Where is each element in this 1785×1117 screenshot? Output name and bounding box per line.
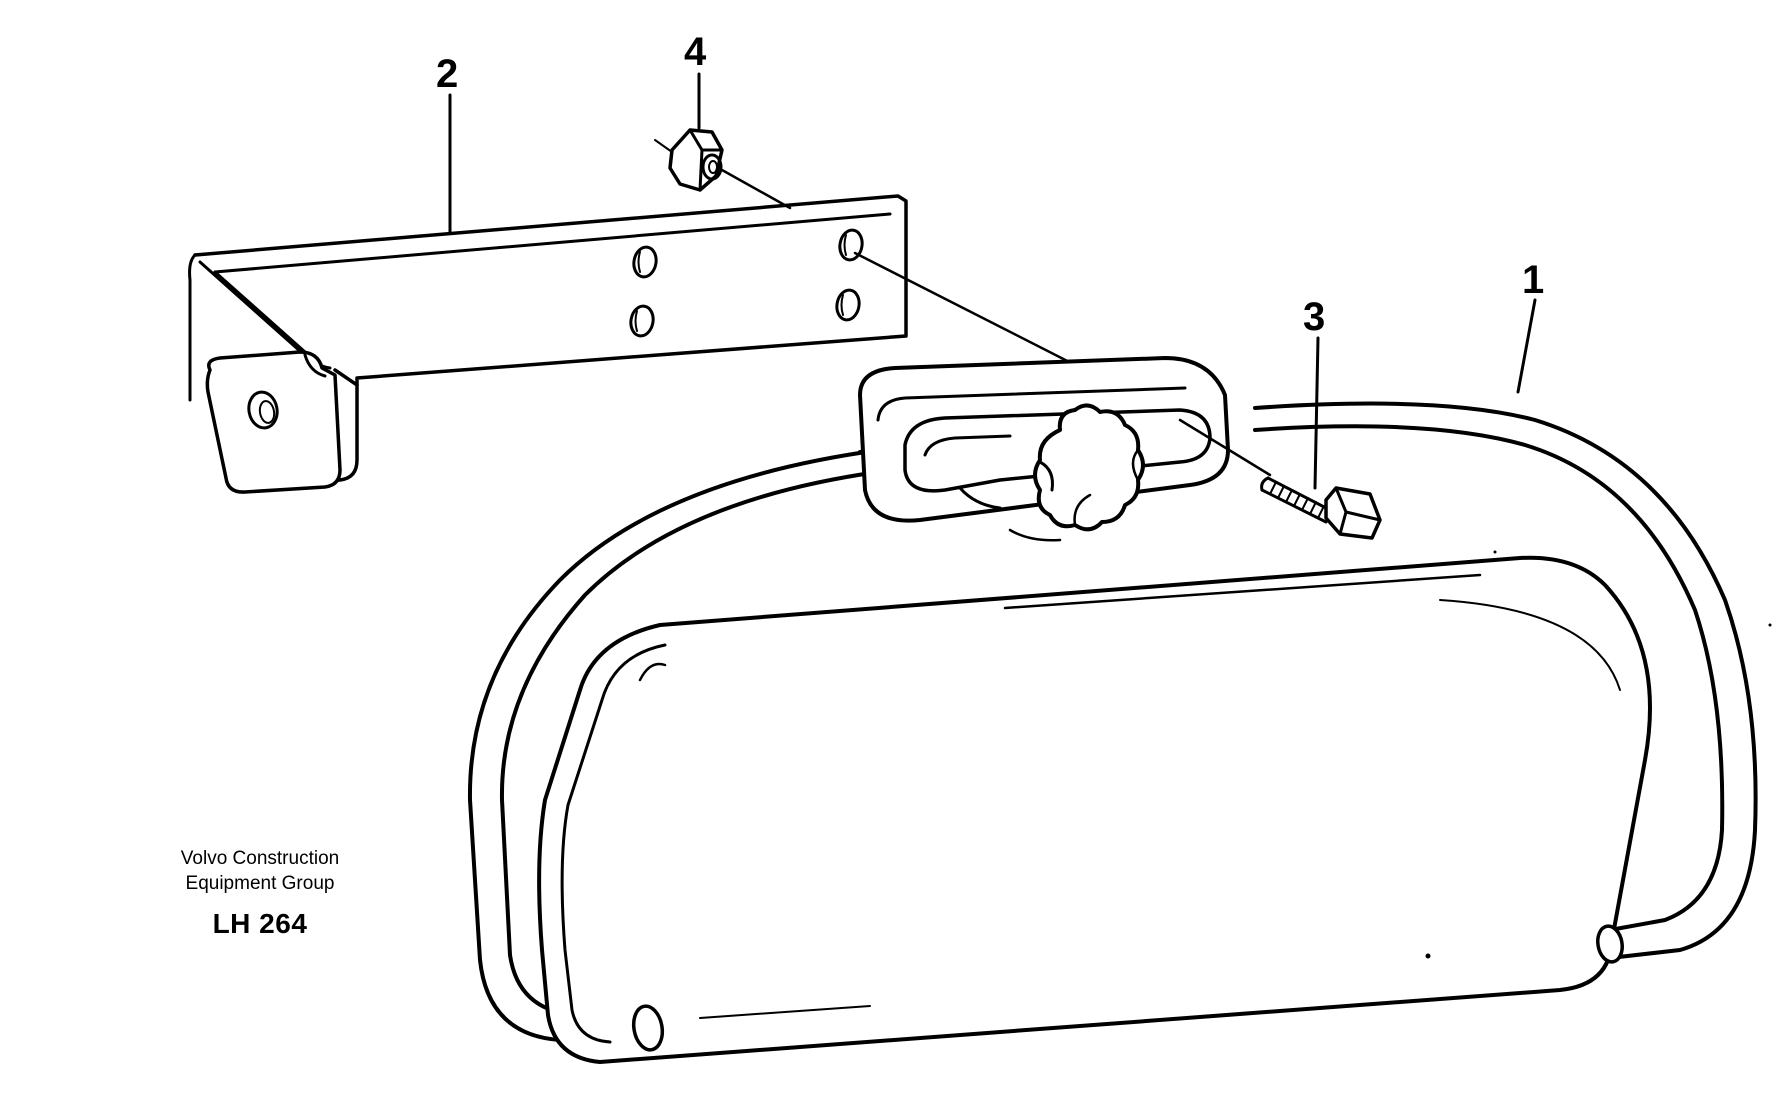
caption-line-2: Equipment Group — [185, 873, 335, 894]
callout-4: 4 — [684, 30, 707, 74]
mirror-part — [467, 401, 1772, 1064]
drawing-code: LH 264 — [212, 908, 308, 939]
caption-line-1: Volvo Construction — [180, 848, 340, 869]
bolt-part — [1178, 418, 1382, 540]
manufacturer-caption: Volvo Construction Equipment Group LH 26… — [140, 846, 380, 940]
callout-leaders — [448, 72, 1537, 490]
callout-3: 3 — [1303, 295, 1325, 339]
callout-1: 1 — [1522, 258, 1544, 302]
bracket-part — [188, 194, 908, 494]
nut-part — [654, 128, 1087, 372]
clamp-part — [858, 356, 1230, 542]
callout-2: 2 — [436, 52, 458, 96]
